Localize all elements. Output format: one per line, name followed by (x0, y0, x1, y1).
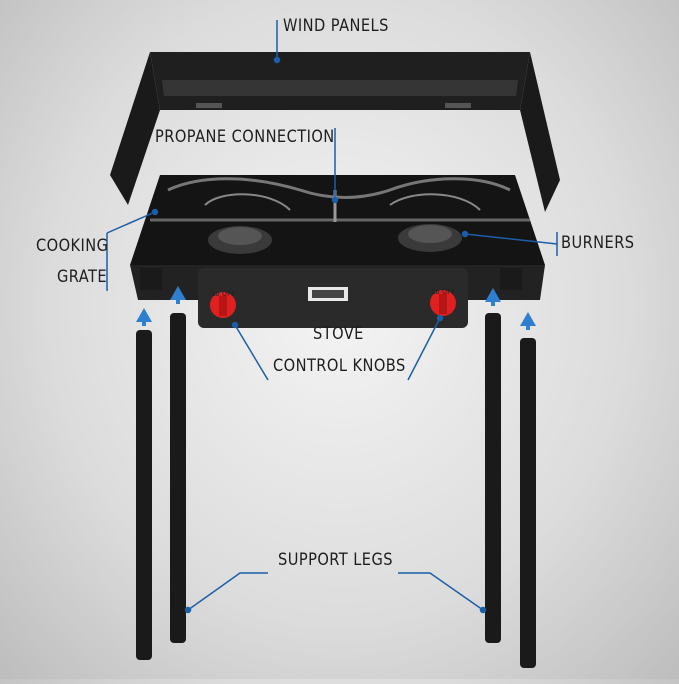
label-wind-panels: WIND PANELS (283, 16, 389, 36)
leg-arrows (136, 286, 536, 330)
label-grate: GRATE (57, 267, 108, 287)
label-support-legs: SUPPORT LEGS (278, 550, 393, 570)
support-legs (136, 313, 536, 668)
knob-text-left: Lo OFF (212, 290, 236, 298)
label-control-knobs: CONTROL KNOBS (273, 356, 406, 376)
label-propane-connection: PROPANE CONNECTION (155, 127, 335, 147)
wind-panels (110, 52, 560, 212)
knob-text-right: Lo OFF (432, 288, 456, 296)
label-cooking: COOKING (36, 236, 109, 256)
label-burners: BURNERS (561, 233, 635, 253)
stove-body (130, 175, 545, 328)
label-stove: STOVE (313, 324, 364, 344)
callout-lines (106, 20, 558, 614)
